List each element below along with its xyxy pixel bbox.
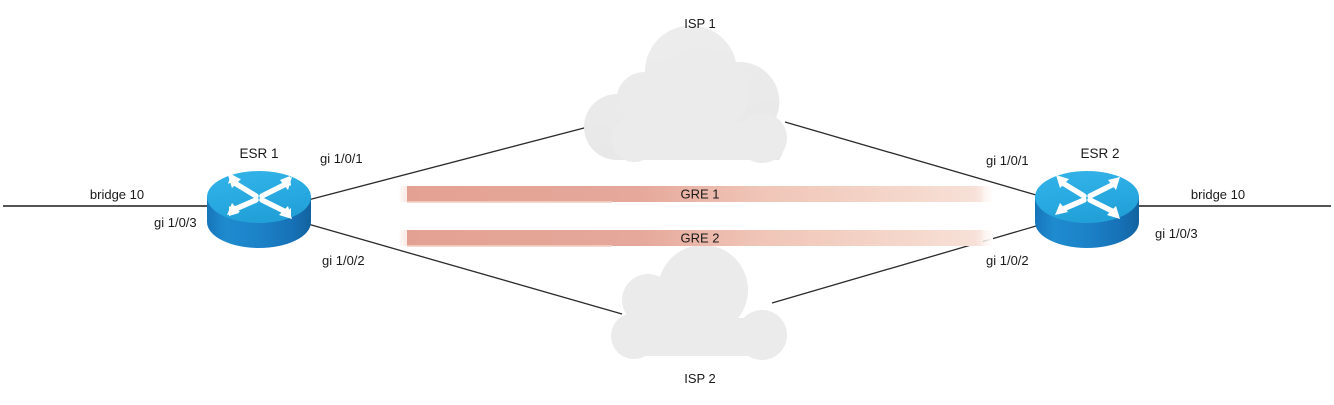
interface-label-esr2-gi3: gi 1/0/3 [1155, 226, 1198, 241]
cloud-isp2 [611, 245, 787, 360]
router-esr2[interactable] [1035, 171, 1139, 248]
router-esr1[interactable] [207, 171, 311, 248]
interface-label-esr2-gi1: gi 1/0/1 [986, 153, 1029, 168]
cloud-isp1 [584, 25, 787, 163]
link-esr1-isp1 [307, 121, 608, 201]
link-isp1-esr2 [784, 121, 1044, 198]
interface-label-esr1-gi1: gi 1/0/1 [320, 151, 363, 166]
device-label-esr2: ESR 2 [1080, 146, 1120, 161]
bridge-label-left: bridge 10 [89, 187, 145, 202]
gre-tunnel-2 [399, 230, 993, 247]
router-arrows-esr1-strokes [230, 179, 289, 215]
router-arrowheads-esr2 [1055, 175, 1120, 219]
link-esr1-isp2 [307, 223, 623, 315]
interface-label-esr1-gi2: gi 1/0/2 [322, 253, 365, 268]
interface-label-esr2-gi2: gi 1/0/2 [986, 253, 1029, 268]
router-arrowheads-esr1 [227, 175, 292, 219]
router-arrows-esr2-strokes [1058, 179, 1117, 215]
tunnel-label-gre2: GRE 2 [680, 230, 720, 246]
interface-label-esr1-gi3: gi 1/0/3 [154, 215, 197, 230]
link-lines [307, 121, 1044, 315]
cloud-label-isp2: ISP 2 [684, 371, 716, 386]
gre-tunnel-1 [399, 186, 993, 203]
bridge-label-right: bridge 10 [1190, 187, 1246, 202]
device-label-esr1: ESR 1 [239, 146, 279, 161]
link-isp2-esr2 [771, 223, 1044, 304]
cloud-label-isp1: ISP 1 [684, 16, 716, 31]
tunnel-label-gre1: GRE 1 [680, 186, 720, 202]
